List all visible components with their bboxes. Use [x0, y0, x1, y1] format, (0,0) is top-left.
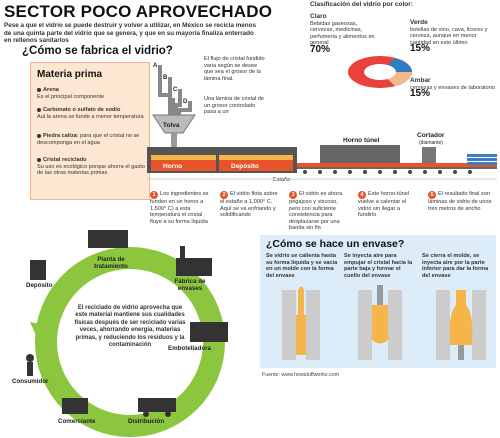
bullet-icon	[37, 107, 41, 112]
envase-panel: ¿Cómo se hace un envase? Se vidrio se ca…	[260, 235, 496, 368]
embotelladora-icon	[190, 322, 228, 342]
label-embotelladora: Embotelladora	[168, 345, 211, 352]
truck-icon	[138, 398, 176, 417]
materia-prima-box: Materia prima Arena Es el principal comp…	[30, 62, 150, 200]
verde-block: Verde botellas de vino, cava, licores y …	[410, 19, 488, 55]
envase-step-2: Se inyecta aire para empujar el cristal …	[344, 253, 413, 279]
clasificacion-title: Clasificación del vidrio por color:	[310, 1, 413, 8]
envase-molds	[282, 285, 486, 360]
svg-text:D: D	[183, 99, 188, 105]
person-icon	[26, 354, 34, 376]
svg-text:B: B	[163, 75, 168, 81]
store-icon	[62, 398, 88, 414]
input-pipes	[158, 65, 192, 115]
fabrica-heading: ¿Cómo se fabrica el vidrio?	[22, 45, 173, 57]
production-diagram: A B C D Tolva Horno Depósito Estaño Horn…	[147, 63, 497, 183]
intro-text: Pese a que el vidrio se puede destruir y…	[4, 22, 256, 45]
envase-step-1: Se vidrio se calienta hasta su forma líq…	[266, 253, 338, 279]
cortador-label: Cortador	[417, 132, 445, 139]
main-title: SECTOR POCO APROVECHADO	[4, 2, 273, 21]
svg-text:C: C	[173, 87, 178, 93]
bullet-icon	[37, 157, 41, 162]
materia-item-reciclado: Cristal reciclado Su uso es ecológico po…	[37, 157, 145, 177]
mold-3	[436, 290, 486, 360]
horno-label: Horno	[163, 163, 182, 170]
cortador-shape	[422, 147, 436, 163]
tolva-shape	[152, 114, 196, 134]
fabrica-icon	[176, 246, 212, 276]
envase-heading: ¿Cómo se hace un envase?	[266, 238, 405, 250]
horno-tunel-shape	[320, 145, 400, 163]
tolva-label: Tolva	[163, 122, 180, 129]
materia-prima-title: Materia prima	[37, 69, 103, 80]
label-distribucion: Distribución	[128, 418, 165, 425]
svg-text:A: A	[153, 63, 158, 69]
label-comerciante: Comerciante	[58, 418, 96, 425]
conveyor-rollers	[303, 170, 472, 174]
cortador-sub-label: (diamante)	[419, 140, 443, 146]
tolva-pipe	[171, 133, 177, 155]
lamina-text: Una lámina de cristal de un grosor contr…	[204, 96, 265, 116]
materia-item-arena: Arena Es el principal componente	[37, 87, 105, 100]
glass-sheet	[297, 163, 497, 167]
bullet-icon	[37, 87, 41, 92]
bullet-icon	[37, 133, 41, 138]
horno-tunel-label: Horno túnel	[343, 137, 380, 144]
ambar-block: Ambar cervezas y envases de laboratorio …	[410, 77, 495, 100]
claro-block: Claro Bebidas gaseosas, cervezas, medici…	[310, 13, 375, 55]
deposito-label: Depósito	[231, 163, 259, 170]
mold-1	[282, 286, 320, 360]
flujo-text: El flujo de cristal fundido varia según …	[204, 56, 265, 82]
fuente-text: Fuente: www.howstuffworks.com	[262, 372, 340, 378]
planta-icon	[88, 230, 128, 248]
conveyor	[297, 167, 497, 169]
estano-label: Estaño	[273, 177, 290, 183]
label-consumidor: Consumidor	[12, 378, 49, 385]
cycle-text: El reciclado de vidrio aprovecha que est…	[74, 305, 186, 349]
cycle-arrow-icon	[30, 322, 50, 340]
materia-item-carbonato: Carbonato o sulfato de sodio Aul la aren…	[37, 107, 144, 120]
pipe-letters: A B C D	[153, 63, 188, 105]
envase-step-3: Se cierra el molde, se inyecta aire por …	[422, 253, 489, 279]
recycling-cycle	[26, 230, 228, 437]
mold-2	[358, 285, 402, 360]
label-deposito: Depósito	[26, 282, 53, 289]
label-fabrica: Fábrica de envases	[174, 278, 206, 292]
materia-item-caliza: Piedra caliza: para que el cristal no se…	[37, 133, 140, 146]
label-planta: Planta de tratamiento	[94, 256, 128, 270]
sheet-stack	[467, 154, 497, 165]
deposito-icon	[30, 260, 46, 280]
color-ring-chart	[348, 56, 412, 88]
